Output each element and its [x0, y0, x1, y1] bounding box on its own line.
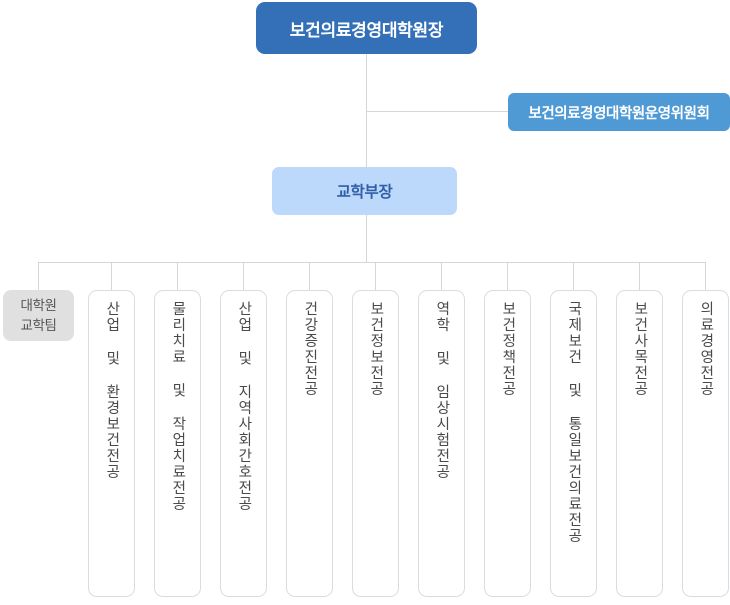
connector-drop-dept-7 [507, 262, 508, 290]
node-department-9-label: 보건사목전공 [631, 301, 648, 397]
node-department-3[interactable]: 산업 및 지역사회간호전공 [220, 290, 267, 597]
node-department-10[interactable]: 의료경영전공 [682, 290, 729, 597]
node-graduate-affairs-team-line1: 대학원 [20, 297, 57, 313]
connector-drop-team [38, 262, 39, 290]
node-department-9[interactable]: 보건사목전공 [616, 290, 663, 597]
node-department-3-label: 산업 및 지역사회간호전공 [235, 301, 252, 512]
node-department-2-label: 물리치료 및 작업치료전공 [169, 301, 186, 512]
node-vice-director[interactable]: 교학부장 [272, 167, 457, 215]
connector-vicedirector-vertical [366, 215, 367, 263]
node-department-7[interactable]: 보건정책전공 [484, 290, 531, 597]
node-steering-committee[interactable]: 보건의료경영대학원운영위원회 [508, 93, 730, 131]
connector-drop-dept-6 [441, 262, 442, 290]
node-director[interactable]: 보건의료경영대학원장 [256, 2, 477, 54]
node-department-6[interactable]: 역학 및 임상시험전공 [418, 290, 465, 597]
node-director-label: 보건의료경영대학원장 [289, 20, 444, 40]
connector-drop-dept-3 [243, 262, 244, 290]
node-department-4-label: 건강증진전공 [301, 301, 318, 397]
node-department-6-label: 역학 및 임상시험전공 [433, 301, 450, 480]
connector-drop-dept-4 [309, 262, 310, 290]
connector-drop-dept-1 [111, 262, 112, 290]
node-department-8-label: 국제보건 및 통일보건의료전공 [565, 301, 582, 544]
node-department-4[interactable]: 건강증진전공 [286, 290, 333, 597]
node-department-5-label: 보건정보전공 [367, 301, 384, 397]
node-department-5[interactable]: 보건정보전공 [352, 290, 399, 597]
connector-drop-dept-8 [573, 262, 574, 290]
node-department-2[interactable]: 물리치료 및 작업치료전공 [154, 290, 201, 597]
node-steering-committee-label: 보건의료경영대학원운영위원회 [528, 105, 710, 122]
connector-drop-dept-10 [705, 262, 706, 290]
connector-drop-dept-9 [639, 262, 640, 290]
node-vice-director-label: 교학부장 [336, 184, 393, 201]
node-department-1-label: 산업 및 환경보건전공 [103, 301, 120, 480]
connector-department-bus [38, 262, 705, 263]
connector-drop-dept-5 [375, 262, 376, 290]
connector-director-vertical [366, 54, 367, 167]
node-graduate-affairs-team[interactable]: 대학원 교학팀 [3, 290, 74, 341]
node-department-7-label: 보건정책전공 [499, 301, 516, 397]
node-department-1[interactable]: 산업 및 환경보건전공 [88, 290, 135, 597]
connector-committee-horizontal [366, 111, 508, 112]
connector-drop-dept-2 [177, 262, 178, 290]
node-graduate-affairs-team-line2: 교학팀 [20, 317, 57, 333]
node-department-8[interactable]: 국제보건 및 통일보건의료전공 [550, 290, 597, 597]
node-department-10-label: 의료경영전공 [697, 301, 714, 397]
